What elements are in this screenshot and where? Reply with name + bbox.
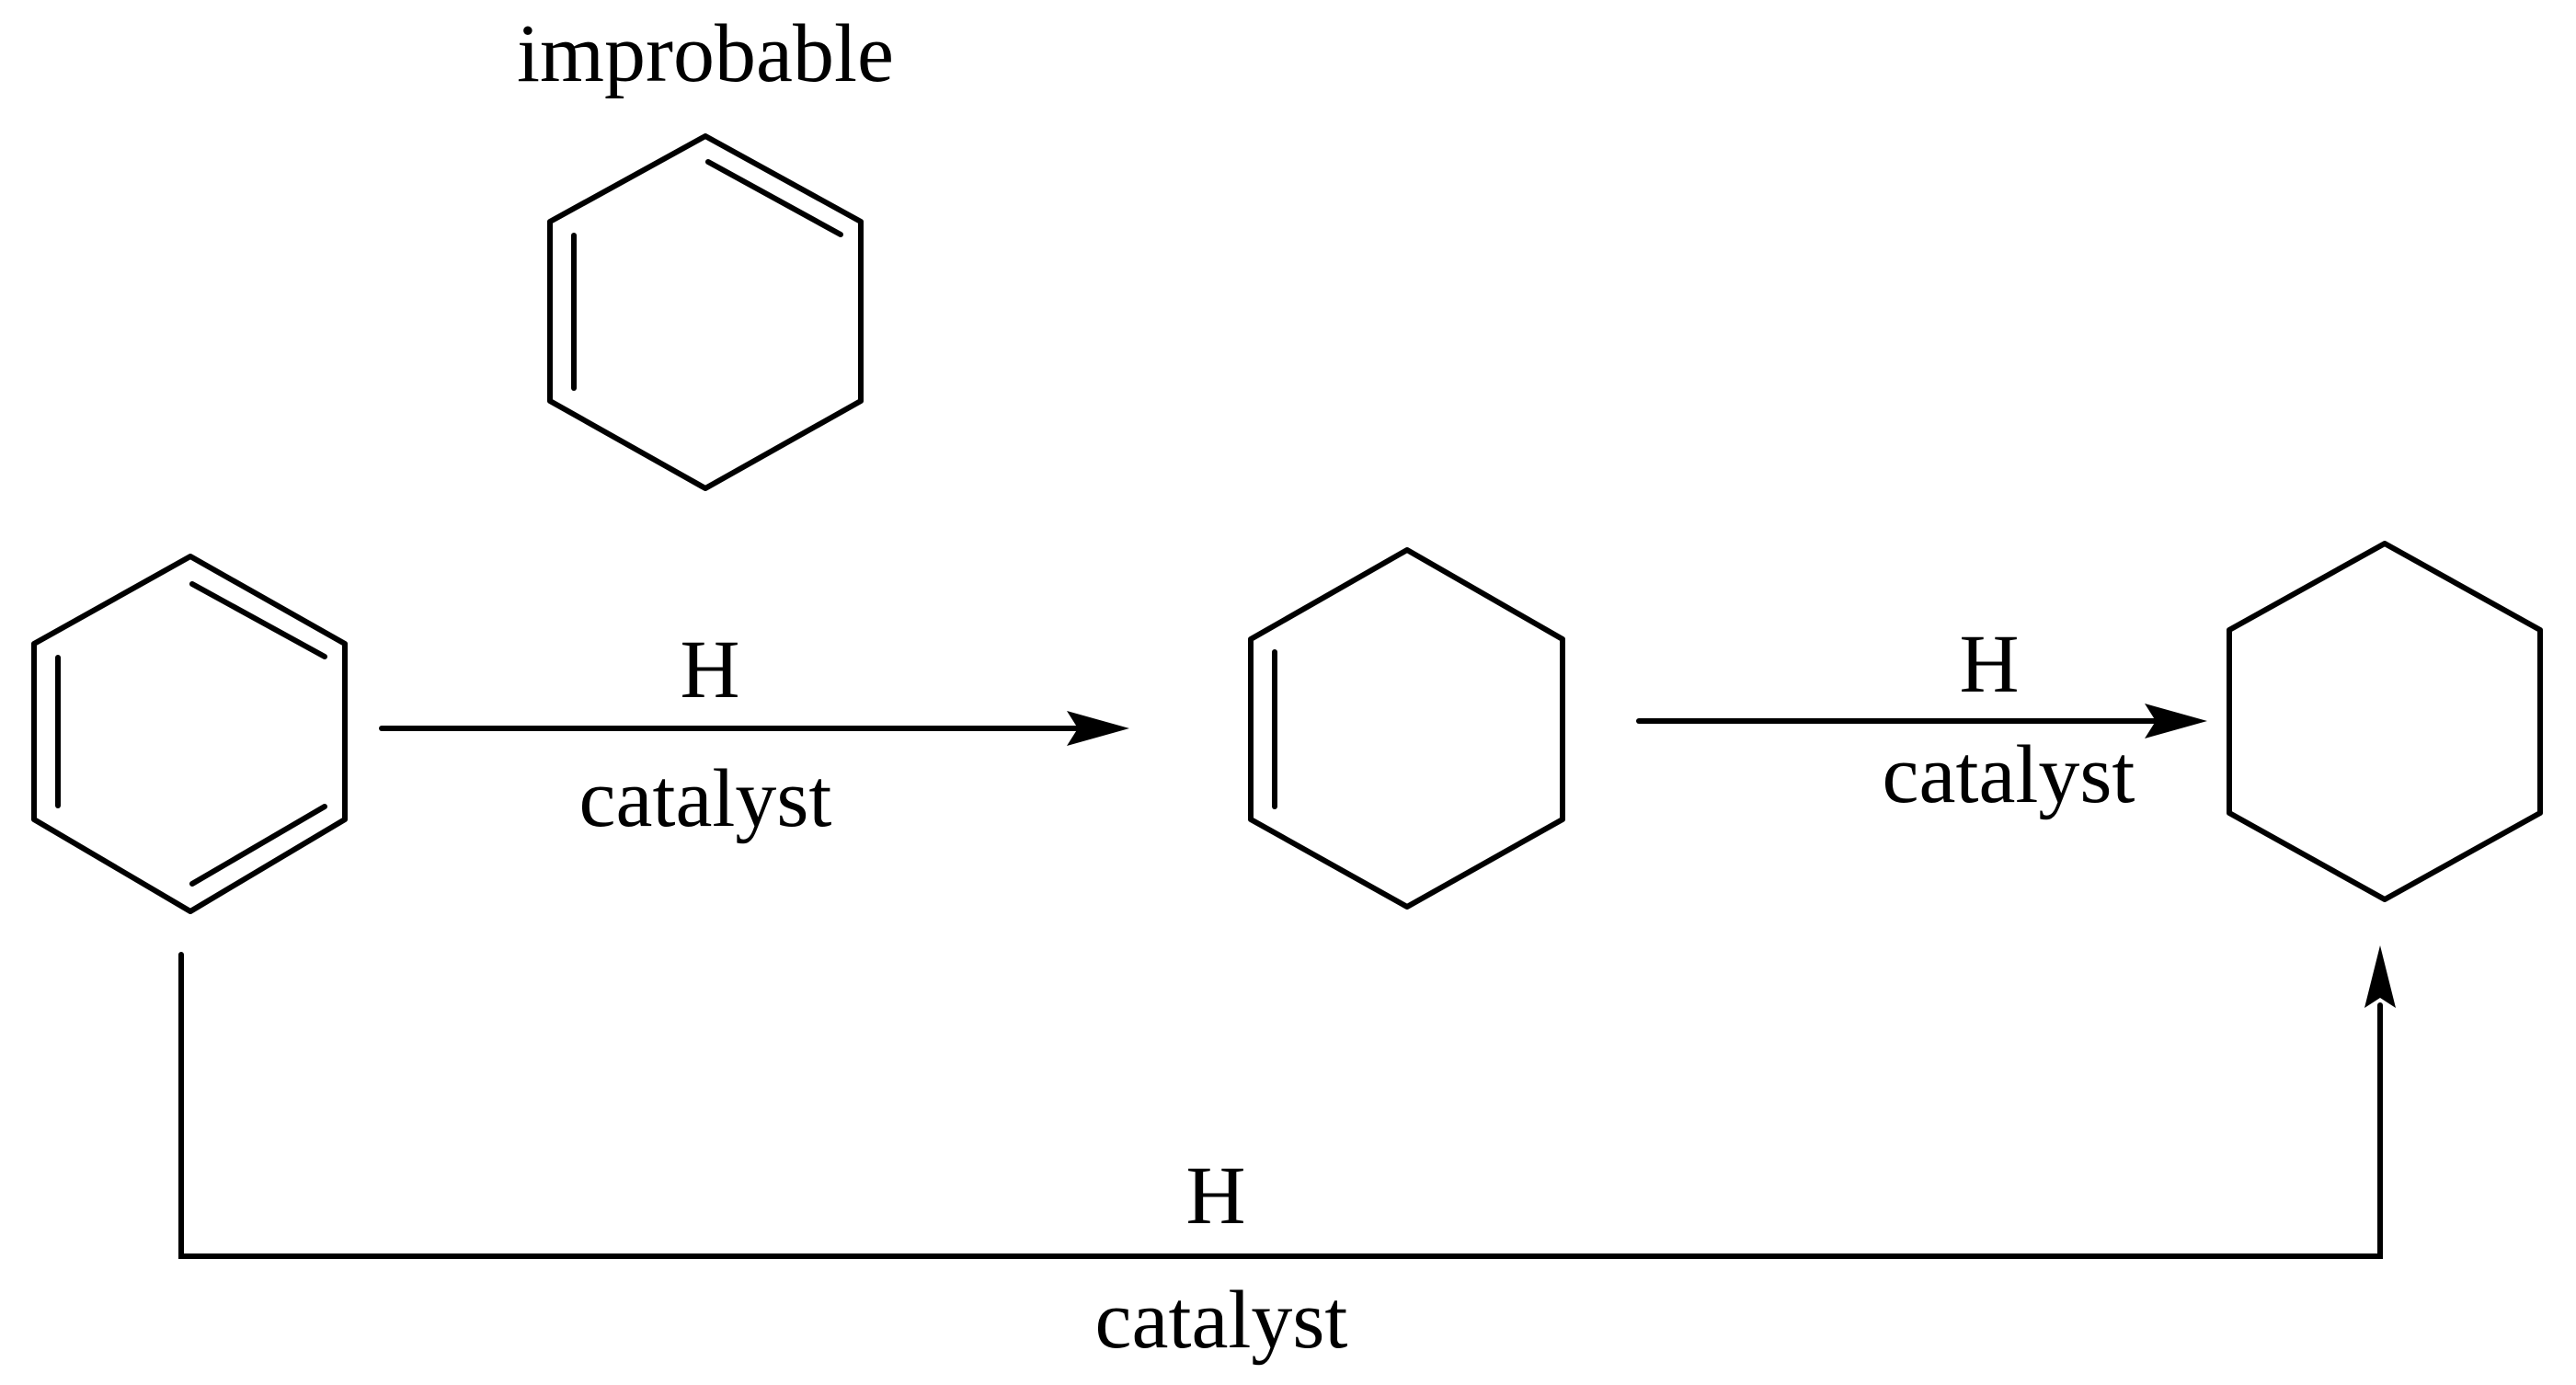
direct-route-head [2364,945,2396,1008]
direct-route-reagent: H [1186,1150,1246,1242]
direct-route-path [178,952,2383,1259]
arrow-1-reagent: H [681,624,740,715]
benzene-ring [31,554,348,914]
reaction-arrow-1 [379,711,1129,746]
cyclohexane-ring [2227,541,2543,902]
reaction-arrow-2 [1636,704,2207,738]
direct-route-condition: catalyst [1095,1275,1348,1366]
arrow-2-head [2145,704,2207,738]
cyclohexadiene-double-bond-top [705,159,843,237]
cyclohexene-molecule [1248,547,1565,910]
cyclohexadiene-ring [547,133,864,491]
benzene-double-bond-top-right [189,581,327,659]
arrow-1-head [1067,711,1129,746]
cyclohexane-molecule [2227,541,2543,902]
arrow-1-condition: catalyst [579,753,832,844]
benzene-molecule [31,554,348,914]
cyclohexadiene-molecule [547,133,864,491]
reaction-arrow-direct [178,945,2396,1259]
arrow-2-reagent: H [1960,619,2020,710]
benzene-double-bond-bottom-right [189,804,327,887]
arrow-2-condition: catalyst [1883,729,2135,820]
improbable-label: improbable [517,8,894,99]
cyclohexene-ring [1248,547,1565,910]
